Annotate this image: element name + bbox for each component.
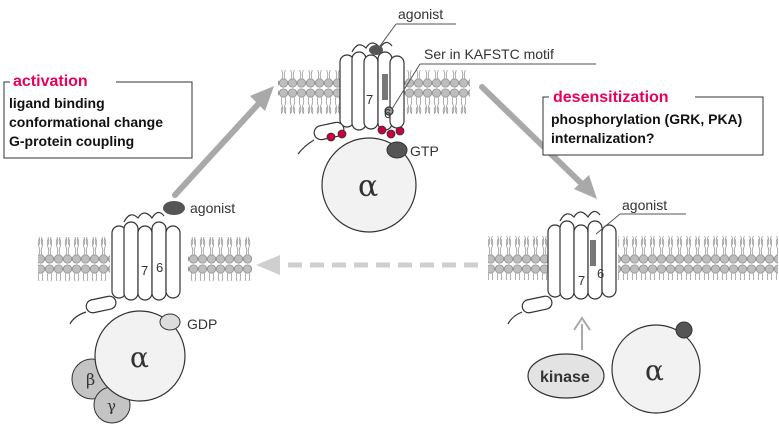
desensitization-box: desensitization phosphorylation (GRK, PK… (542, 88, 764, 156)
beta-label: β (86, 370, 95, 389)
helix-6-label-top: 6 (384, 106, 391, 121)
desensitization-line-1: phosphorylation (GRK, PKA) (551, 111, 742, 127)
desensitization-title: desensitization (553, 89, 669, 106)
helix-6-label-right: 6 (597, 266, 604, 281)
g-alpha-subunit-left (94, 310, 186, 402)
activation-arrow (172, 97, 265, 198)
helix-8-right (521, 295, 553, 314)
gtp-nucleotide (386, 141, 408, 159)
activation-arrowhead (250, 86, 274, 111)
agonist-label-left: agonist (190, 200, 235, 216)
alpha-label-right: α (645, 354, 664, 387)
gamma-label: γ (107, 397, 116, 415)
desensitization-line-2: internalization? (551, 130, 654, 146)
activation-line-3: G-protein coupling (9, 133, 134, 149)
membrane-bilayer-top-left (278, 70, 340, 114)
alpha-label-top: α (358, 169, 378, 204)
activation-line-1: ligand binding (9, 95, 105, 111)
helix-6-label-left: 6 (156, 260, 163, 275)
gdp-label: GDP (187, 316, 217, 332)
membrane-bilayer-right-a (488, 236, 548, 280)
phosphorylation-sites-top (326, 125, 405, 142)
right-receptor-complex: 7 6 agonist kinase α (488, 197, 778, 414)
agonist-top (369, 45, 383, 55)
alpha-label-left: α (130, 341, 149, 374)
helix-8-left (85, 295, 117, 314)
membrane-bilayer-right-b (618, 236, 778, 280)
membrane-bilayer-top-right (404, 70, 470, 114)
agonist-label-right: agonist (622, 197, 667, 213)
agonist-left (163, 201, 185, 215)
receptor-helices-top (339, 41, 405, 131)
g-alpha-subunit-right (611, 324, 701, 414)
helix-7-label-top: 7 (366, 92, 373, 107)
gdp-nucleotide (159, 313, 181, 331)
left-receptor-complex: 7 6 agonist β γ α GDP (38, 200, 252, 424)
kinase-arrowhead (573, 316, 591, 331)
cycle-arrows (172, 84, 597, 275)
kinase-label: kinase (540, 369, 590, 386)
g-alpha-subunit-top (321, 137, 417, 233)
receptor-helices-left (111, 211, 181, 301)
activation-line-2: conformational change (9, 114, 163, 130)
membrane-bilayer-left-b (188, 237, 252, 281)
top-receptor-complex: 7 6 agonist Ser in KAFSTC motif α GTP (278, 6, 596, 233)
helix-7-label-right: 7 (578, 273, 585, 288)
activation-box: activation ligand binding conformational… (3, 72, 193, 159)
helix-7-label-left: 7 (141, 263, 148, 278)
kinase-enzyme (527, 353, 605, 399)
agonist-label-top: agonist (398, 6, 443, 22)
receptor-helices-right (547, 210, 617, 300)
gtp-label: GTP (410, 143, 439, 159)
activation-title: activation (13, 73, 88, 90)
resensitization-arrowhead (256, 255, 280, 275)
desensitization-arrow (479, 84, 587, 189)
motif-label: Ser in KAFSTC motif (424, 46, 554, 62)
membrane-bilayer-left-a (38, 237, 110, 281)
desensitization-arrowhead (574, 175, 597, 199)
gtp-bound-right (675, 321, 693, 339)
